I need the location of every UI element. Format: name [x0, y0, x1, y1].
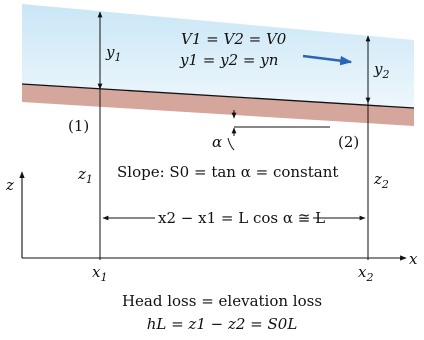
x1-label: x1 [92, 263, 107, 284]
x2-label: x2 [358, 263, 373, 284]
x-axis-label: x [409, 250, 418, 268]
channel-bed [22, 84, 414, 126]
velocity-equation: V1 = V2 = V0 [181, 30, 287, 48]
z2-label: z2 [373, 170, 389, 191]
flow-direction-arrow [302, 54, 353, 66]
bed-surface-line [21, 83, 415, 109]
depth-equation: y1 = y2 = yn [179, 51, 278, 69]
section-2-label: (2) [338, 133, 359, 151]
length-equation: x2 − x1 = L cos α ≅ L [158, 209, 325, 227]
water-region [22, 4, 414, 108]
slope-equation: Slope: S0 = tan α = constant [117, 163, 338, 181]
depth-y1-label: y1 [105, 43, 121, 64]
head-loss-formula: hL = z1 − z2 = S0L [147, 315, 298, 333]
z-axis-label: z [5, 176, 14, 194]
section-1-label: (1) [68, 117, 89, 135]
depth-y2-label: y2 [373, 60, 389, 81]
head-loss-text: Head loss = elevation loss [122, 292, 322, 310]
angle-arc [227, 137, 235, 151]
z1-label: z1 [77, 165, 93, 186]
alpha-label: α [212, 133, 222, 151]
